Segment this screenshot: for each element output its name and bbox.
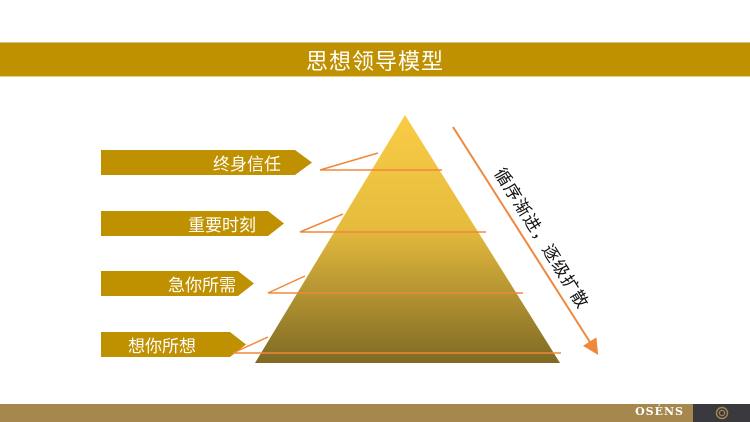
progression-arrow <box>452 126 599 356</box>
title-bar: 思想领导模型 <box>0 42 750 77</box>
pyramid <box>255 115 560 363</box>
label-tip-2 <box>268 211 284 236</box>
footer-logo-box <box>693 404 750 422</box>
spiral-logo-icon <box>715 406 728 420</box>
level-label-2: 重要时刻 <box>101 211 268 236</box>
label-tip-3 <box>238 271 254 296</box>
footer-bar: OSÉNS <box>0 404 750 422</box>
level-lines <box>232 152 561 354</box>
brand-logo-text: OSÉNS <box>635 405 684 418</box>
label-tip-1 <box>295 150 312 175</box>
level-label-4: 想你所想 <box>101 332 230 357</box>
level-label-3: 急你所需 <box>101 271 238 296</box>
level-label-1: 终身信任 <box>101 150 295 175</box>
level-label-text: 想你所想 <box>128 337 196 357</box>
level-label-text: 急你所需 <box>168 276 236 296</box>
page-title: 思想领导模型 <box>305 49 444 75</box>
level-label-text: 重要时刻 <box>188 216 256 236</box>
level-label-text: 终身信任 <box>213 155 281 175</box>
label-tip-4 <box>230 332 246 357</box>
